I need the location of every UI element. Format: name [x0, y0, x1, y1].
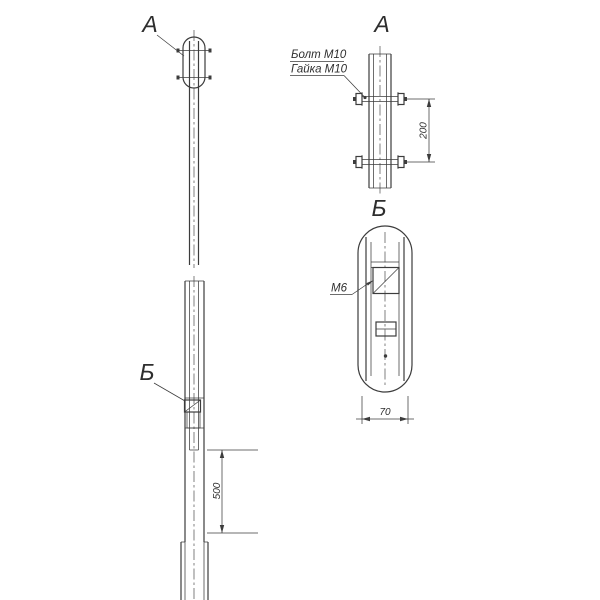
view-callout-a: А [140, 11, 185, 57]
dimension-200: 200 [405, 98, 435, 163]
detail-a-title: А [372, 11, 389, 37]
screw-callout-text: М6 [331, 283, 348, 295]
leader-dot [363, 95, 367, 100]
detail-b-clamp [371, 261, 400, 358]
dim-70-text: 70 [379, 407, 391, 418]
detail-view-a: А [290, 11, 435, 196]
screw-callout: М6 [330, 280, 374, 295]
pole-base [180, 541, 209, 600]
main-pole-view: А Б 500 [140, 11, 258, 600]
clamp-joint [183, 397, 204, 429]
view-a-leader [156, 34, 185, 57]
dimension-70: 70 [356, 396, 414, 424]
dim-200-text: 200 [419, 122, 430, 140]
nut-callout-text: Гайка М10 [291, 64, 348, 76]
bolt-upper [353, 92, 407, 106]
bolt-callouts: Болт М10 Гайка М10 [290, 49, 365, 97]
dimension-500: 500 [207, 449, 258, 534]
dim-500-text: 500 [212, 482, 223, 499]
view-callout-b: Б [140, 359, 186, 402]
bolt-callout-text: Болт М10 [291, 49, 347, 61]
clamp-hole-dot [383, 354, 388, 358]
detail-b-boundary [357, 225, 413, 393]
pole-top-cap [176, 36, 212, 89]
view-b-leader [153, 382, 186, 402]
detail-b-tube [365, 237, 405, 381]
upper-tube [188, 41, 200, 265]
view-a-label: А [140, 11, 157, 37]
detail-a-tube [368, 53, 392, 189]
callout-leader [343, 75, 365, 97]
view-b-label: Б [140, 359, 155, 385]
detail-b-title: Б [372, 195, 387, 221]
detail-view-b: Б М6 [330, 195, 414, 424]
